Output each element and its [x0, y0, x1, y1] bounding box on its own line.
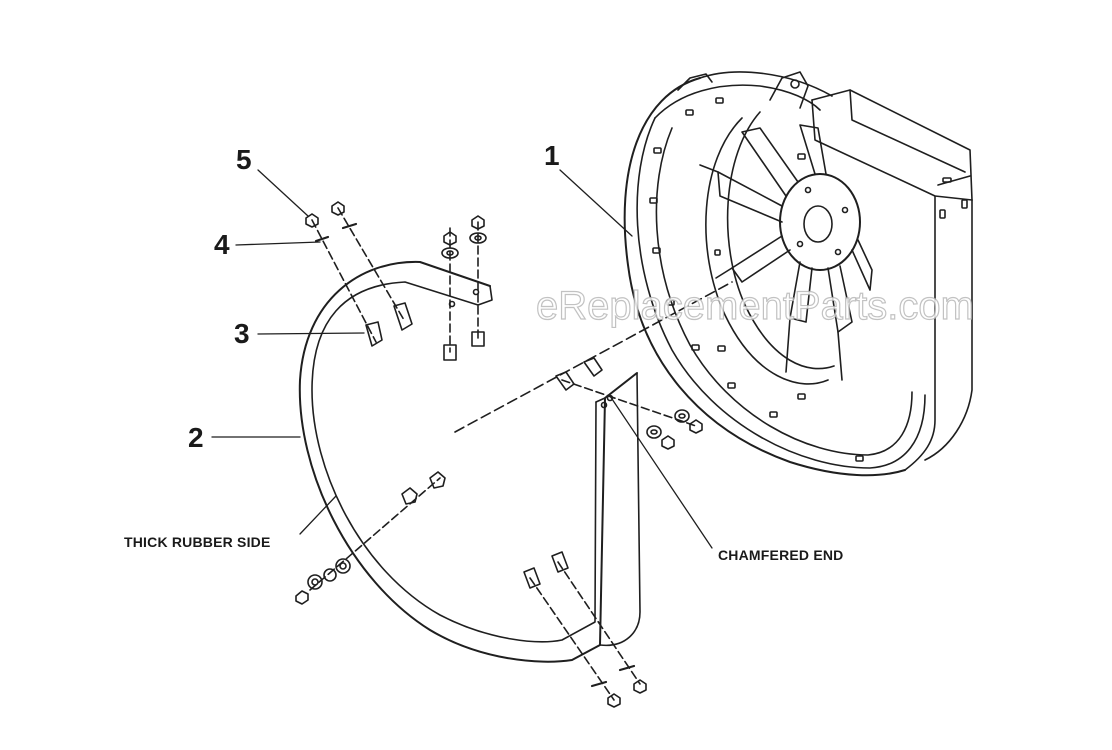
bottom-bolt-stack — [523, 551, 647, 708]
thick-rubber-side-label: THICK RUBBER SIDE — [124, 534, 271, 550]
right-bolt-stack — [454, 281, 733, 450]
callout-1: 1 — [544, 140, 560, 171]
left-bolt-stack — [295, 471, 446, 605]
top-bolt-stack — [305, 201, 413, 347]
callout-2: 2 — [188, 422, 204, 453]
chamfered-end-label: CHAMFERED END — [718, 547, 844, 563]
leader-lines — [211, 169, 713, 549]
callout-5: 5 — [236, 144, 252, 175]
upper-right-bolt-stack — [441, 215, 487, 361]
blower-housing — [623, 71, 973, 477]
watermark-text: eReplacementParts.com — [535, 284, 974, 328]
callout-3: 3 — [234, 318, 250, 349]
callout-4: 4 — [214, 229, 230, 260]
